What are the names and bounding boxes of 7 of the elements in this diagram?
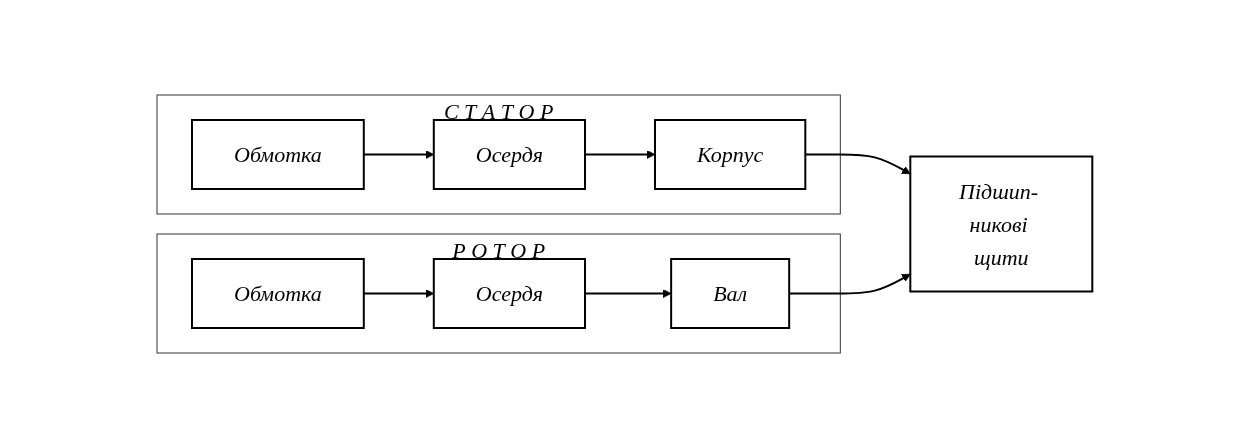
node-box: Осердя xyxy=(433,257,587,329)
node-box: Вал xyxy=(670,257,791,329)
node-box: Підшип- никові щити xyxy=(909,155,1094,292)
node-box: Осердя xyxy=(433,118,587,190)
node-box: Корпус xyxy=(654,118,807,190)
node-box: Обмотка xyxy=(191,257,366,329)
node-box: Обмотка xyxy=(191,118,366,190)
